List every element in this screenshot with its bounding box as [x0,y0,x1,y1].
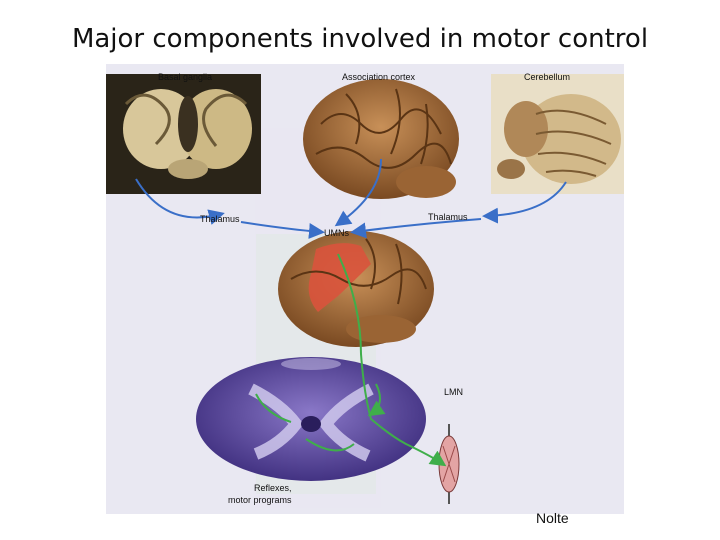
motor-cortex-brain [278,231,434,347]
label-motor-programs: motor programs [228,495,292,505]
label-umns: UMNs [324,228,349,238]
association-cortex-brain [303,79,459,199]
motor-control-figure: Basal ganglia Association cortex Cerebel… [106,64,624,514]
basal-ganglia-section [106,74,261,194]
label-cerebellum: Cerebellum [524,72,571,82]
motor-pathway [255,253,447,467]
label-lmn: LMN [444,387,464,397]
label-thalamus-right: Thalamus [428,212,468,222]
label-association-cortex: Association cortex [342,72,416,82]
input-arrows [135,158,567,239]
label-basal-ganglia: Basal ganglia [158,72,213,82]
image-credit: Nolte [536,510,569,526]
slide-title: Major components involved in motor contr… [71,24,649,54]
cerebellum-section [491,74,624,194]
spinal-cord-section [196,357,426,481]
figure-illustration [106,64,624,514]
label-thalamus-left: Thalamus [200,214,240,224]
label-reflexes: Reflexes, [254,483,292,493]
